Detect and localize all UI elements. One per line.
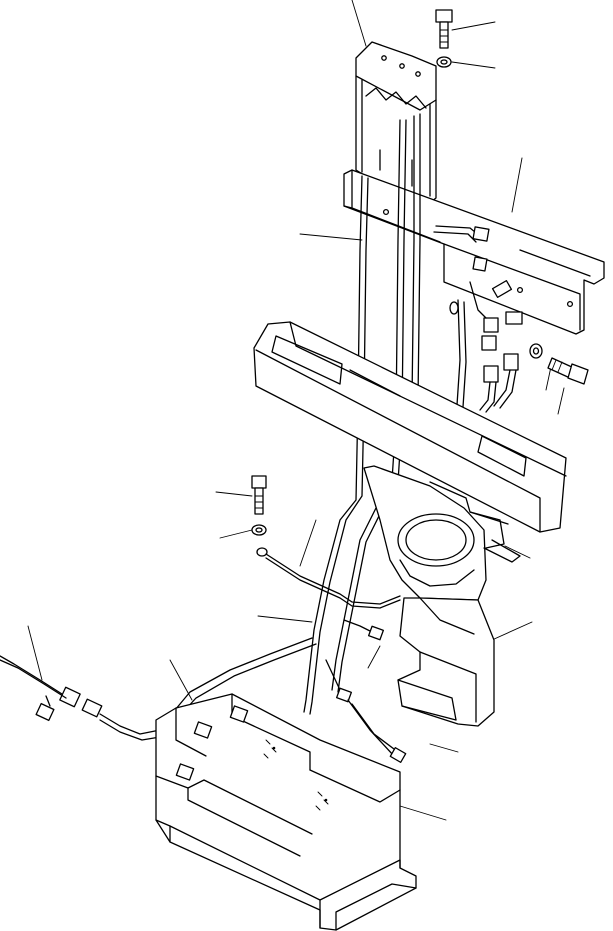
- leader-line: [451, 21, 496, 31]
- steering-column-boot: [363, 465, 521, 601]
- leader-line: [511, 157, 523, 213]
- branch-harness: [0, 619, 407, 763]
- leader-line: [557, 387, 565, 415]
- bolt-upper: [435, 9, 453, 49]
- washer-left: [251, 524, 267, 536]
- leader-line: [429, 743, 459, 753]
- connector-cluster: [449, 226, 523, 413]
- pedal-bracket-housing: [397, 597, 495, 727]
- washer-upper: [436, 56, 452, 68]
- leader-line: [451, 61, 496, 69]
- ground-wire: [256, 547, 401, 609]
- leader-line: [491, 621, 533, 641]
- relay-box: [155, 693, 417, 931]
- washer-right: [529, 343, 543, 359]
- leader-line: [351, 0, 367, 47]
- leader-line: [504, 545, 531, 559]
- leader-line: [219, 529, 253, 539]
- leader-line: [27, 625, 43, 681]
- leader-line: [257, 615, 313, 623]
- bolt-right: [547, 357, 589, 385]
- leader-line: [367, 645, 381, 669]
- leader-line: [399, 805, 447, 821]
- leader-line: [299, 519, 317, 567]
- leader-line: [299, 233, 363, 241]
- leader-line: [215, 491, 253, 497]
- dashboard-panel: [253, 321, 567, 533]
- cross-member: [343, 169, 605, 335]
- bolt-left: [251, 475, 267, 515]
- mounting-bracket: [355, 41, 437, 211]
